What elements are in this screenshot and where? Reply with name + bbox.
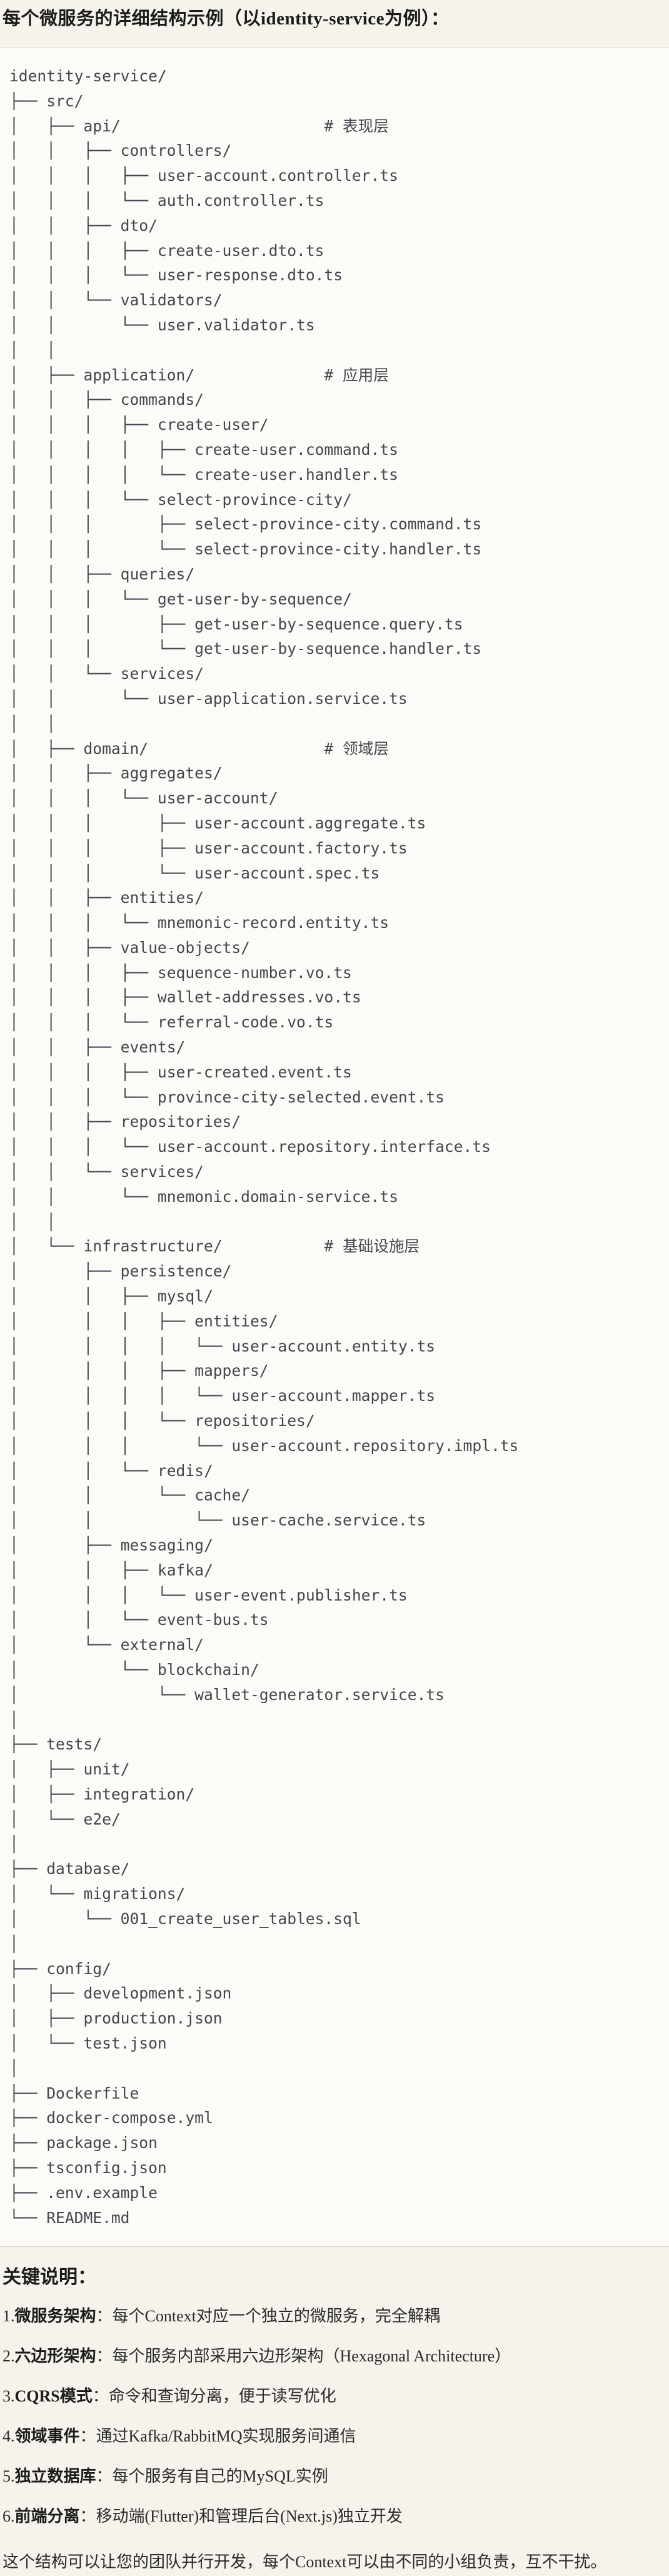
note-number: 3. — [3, 2387, 15, 2406]
directory-tree: identity-service/ ├── src/ │ ├── api/ # … — [9, 67, 519, 2227]
directory-tree-block: identity-service/ ├── src/ │ ├── api/ # … — [0, 48, 669, 2248]
note-term: 领域事件 — [14, 2427, 80, 2446]
note-number: 4. — [3, 2427, 15, 2446]
note-item-1: 1.微服务架构：每个Context对应一个独立的微服务，完全解耦 — [3, 2306, 666, 2327]
note-term: 前端分离 — [14, 2507, 80, 2526]
note-number: 5. — [3, 2467, 15, 2486]
note-number: 2. — [3, 2347, 15, 2366]
note-desc: ：每个Context对应一个独立的微服务，完全解耦 — [96, 2307, 440, 2326]
closing-paragraph: 这个结构可以让您的团队并行开发，每个Context可以由不同的小组负责，互不干扰… — [3, 2553, 607, 2572]
note-number: 1. — [3, 2307, 15, 2326]
note-item-4: 4.领域事件：通过Kafka/RabbitMQ实现服务间通信 — [3, 2426, 666, 2447]
note-term: 微服务架构 — [14, 2307, 96, 2326]
key-notes-section: 关键说明： 1.微服务架构：每个Context对应一个独立的微服务，完全解耦 2… — [0, 2247, 669, 2573]
note-desc: ：每个服务内部采用六边形架构（Hexagonal Architecture） — [96, 2347, 511, 2366]
note-desc: ：通过Kafka/RabbitMQ实现服务间通信 — [79, 2427, 356, 2446]
note-item-5: 5.独立数据库：每个服务有自己的MySQL实例 — [3, 2466, 666, 2487]
note-term: 六边形架构 — [14, 2347, 96, 2366]
note-item-3: 3.CQRS模式：命令和查询分离，便于读写优化 — [3, 2386, 666, 2407]
note-number: 6. — [3, 2507, 15, 2526]
note-term: 独立数据库 — [14, 2467, 96, 2486]
page-title: 每个微服务的详细结构示例（以identity-service为例）： — [3, 9, 450, 29]
note-desc: ：移动端(Flutter)和管理后台(Next.js)独立开发 — [79, 2507, 403, 2526]
note-desc: ：每个服务有自己的MySQL实例 — [96, 2467, 328, 2486]
note-item-6: 6.前端分离：移动端(Flutter)和管理后台(Next.js)独立开发 — [3, 2506, 666, 2527]
key-notes-heading: 关键说明： — [3, 2267, 96, 2288]
note-desc: ：命令和查询分离，便于读写优化 — [92, 2387, 336, 2406]
note-term: CQRS模式 — [14, 2387, 93, 2406]
note-item-2: 2.六边形架构：每个服务内部采用六边形架构（Hexagonal Architec… — [3, 2346, 666, 2367]
